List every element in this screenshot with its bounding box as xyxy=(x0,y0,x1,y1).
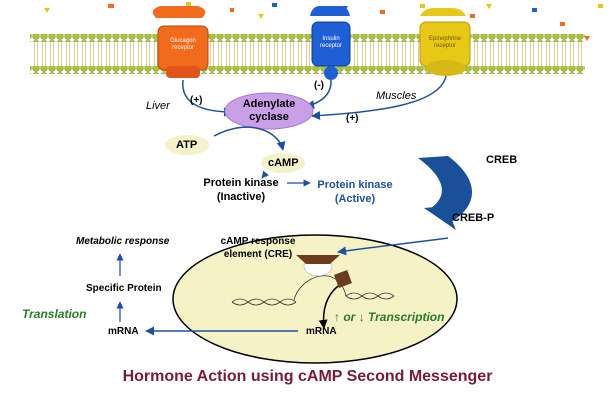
creb-arrowhead xyxy=(424,206,456,230)
camp-bubble xyxy=(261,153,305,173)
liver-label: Liver xyxy=(146,100,170,112)
cell-membrane xyxy=(30,34,585,74)
transcription-arrow xyxy=(318,285,339,329)
transcription-label: ↑ or ↓ Transcription xyxy=(334,310,445,324)
mrna-nucleus-label: mRNA xyxy=(306,326,337,337)
translation-label: Translation xyxy=(22,307,87,321)
plus-right-label: (+) xyxy=(346,113,359,124)
creb-label: CREB xyxy=(486,154,518,166)
adenylate-cyclase xyxy=(224,92,314,130)
atp-bubble xyxy=(165,135,209,155)
camp-to-pk-arrow xyxy=(261,170,269,179)
adenylate-cyclase-label: Adenylate cyclase xyxy=(242,98,296,123)
dna-strand xyxy=(231,275,395,306)
plus-left-label: (+) xyxy=(190,95,203,106)
specific-protein-label: Specific Protein xyxy=(86,283,162,294)
cre-element-icon xyxy=(296,255,340,264)
metabolic-response-label: Metabolic response xyxy=(76,236,170,247)
pk-inactive-state: (Inactive) xyxy=(216,191,266,203)
cre-label: cAMP response xyxy=(220,236,296,247)
diagram-caption: Hormone Action using cAMP Second Messeng… xyxy=(122,368,493,385)
camp-label: cAMP xyxy=(268,157,299,169)
epinephrine-receptor-label: Epinephrine receptor xyxy=(428,36,462,49)
creb-p-bound-icon xyxy=(334,270,352,288)
glucagon-receptor xyxy=(152,6,209,78)
pk-active-label: Protein kinase xyxy=(317,179,393,191)
creb-shape xyxy=(418,156,472,224)
cre-label-2: element (CRE) xyxy=(223,249,293,260)
insulin-receptor xyxy=(310,6,351,80)
atp-to-camp-arrow xyxy=(213,126,286,151)
epinephrine-receptor xyxy=(419,8,471,76)
minus-mid-label: (-) xyxy=(314,80,324,91)
crebp-to-cre-arrow xyxy=(337,237,449,256)
creb-p-label: CREB-P xyxy=(452,212,495,224)
pk-active-state: (Active) xyxy=(334,193,376,205)
glucagon-receptor-label: Glucagon receptor xyxy=(170,38,196,51)
mrna-left-label: mRNA xyxy=(108,326,139,337)
insulin-receptor-label: Insulin receptor xyxy=(319,36,342,49)
muscles-label: Muscles xyxy=(376,90,417,102)
pk-inactive-label: Protein kinase xyxy=(203,177,279,189)
atp-label: ATP xyxy=(176,139,198,151)
